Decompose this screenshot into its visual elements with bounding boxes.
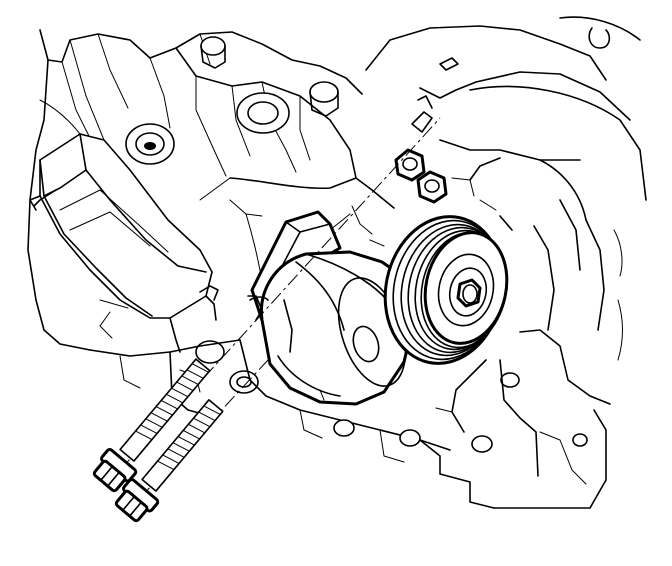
bracket [29, 133, 219, 353]
belt-tensioner [247, 210, 416, 406]
engine-block [27, 29, 611, 509]
tensioner-pulley [383, 215, 509, 365]
timing-cover [365, 16, 647, 361]
tensioner-bolt [92, 358, 211, 493]
tensioner-bolt [114, 399, 224, 523]
